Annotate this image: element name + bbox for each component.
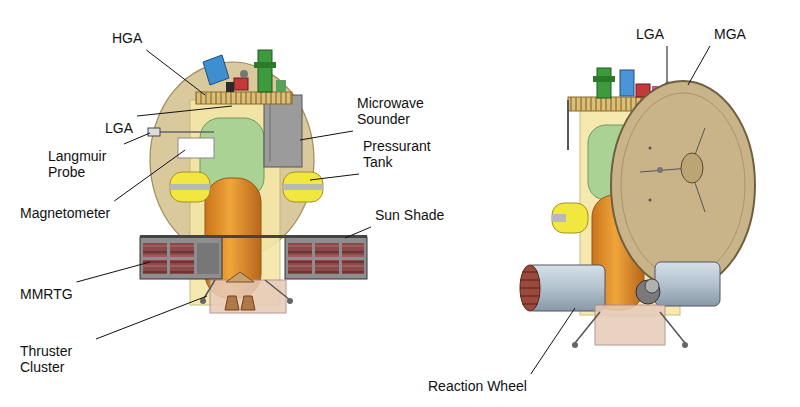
part-label: LGA [636,26,664,42]
pressurant-tank [170,172,323,202]
leader-line [114,150,185,201]
spacecraft-side-view [140,50,367,313]
mmrtg-unit [520,262,720,311]
part-label: Langmuir Probe [48,148,120,180]
part-label: LGA [105,120,133,136]
part-label: MGA [714,26,746,42]
leader-line [137,106,232,116]
leader-line [531,308,575,374]
leader-line [77,262,150,282]
leader-line [688,46,710,85]
part-label: Reaction Wheel [428,378,527,394]
leader-line [96,296,207,339]
part-label: Microwave Sounder [357,95,439,127]
part-label: HGA [112,30,142,46]
part-label: Sun Shade [375,207,444,223]
spacecraft-front-view [520,68,755,348]
part-label: Thruster Cluster [20,343,92,375]
leader-line [146,50,205,95]
leader-line [310,174,359,180]
part-label: MMRTG [20,286,73,302]
mmrtg-tray [140,235,367,279]
high-gain-antenna-dish [611,81,755,289]
part-label: Magnetometer [20,205,110,221]
leader-line [667,46,668,82]
part-label: Pressurant Tank [363,138,439,170]
leader-line [345,227,371,238]
leader-line [300,131,353,140]
thruster-cluster [200,272,293,310]
